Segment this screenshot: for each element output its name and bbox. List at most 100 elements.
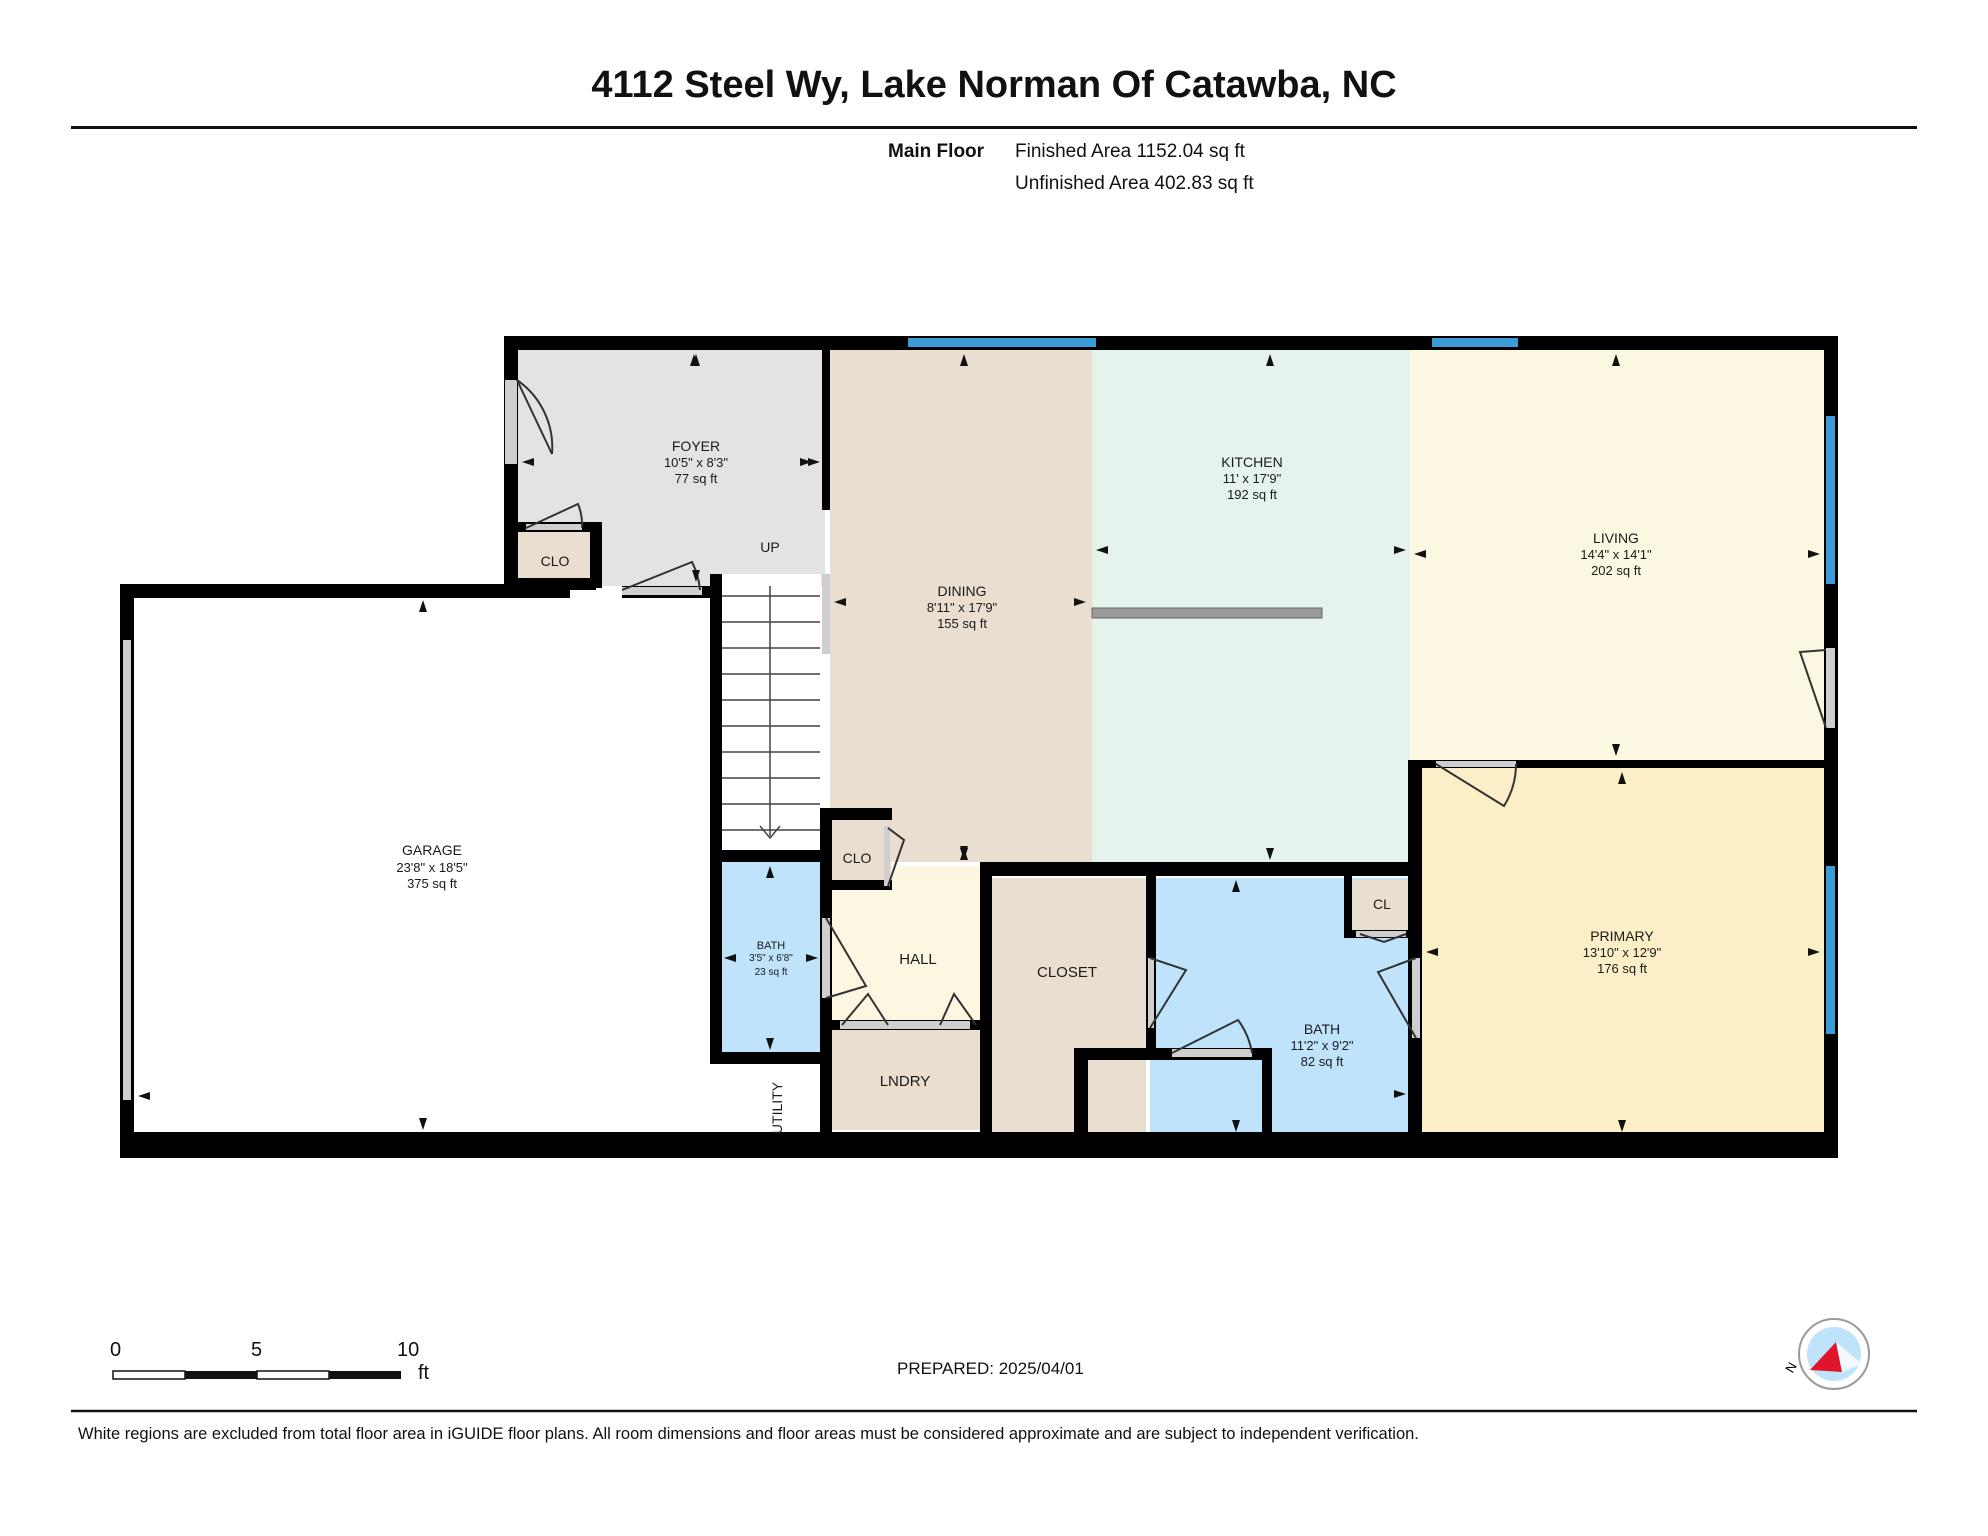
footer-disclaimer: White regions are excluded from total fl… — [78, 1425, 1419, 1443]
garage-dims: 23'8" x 18'5" — [396, 860, 468, 875]
opening — [1412, 958, 1420, 1038]
windows — [908, 338, 1835, 1034]
dimension-markers — [138, 354, 1820, 1132]
bath-small-area: 23 sq ft — [755, 967, 788, 978]
kitchen-area: 192 sq ft — [1227, 487, 1277, 502]
dimension-marker — [692, 570, 700, 582]
dining-area: 155 sq ft — [937, 616, 987, 631]
dimension-marker — [1612, 744, 1620, 756]
dimension-marker — [1394, 1090, 1406, 1098]
opening — [1436, 761, 1516, 767]
dimension-marker — [692, 354, 700, 366]
wall — [516, 578, 596, 590]
kitchen-counter — [1091, 607, 1323, 619]
primary-name: PRIMARY — [1590, 928, 1654, 944]
wall — [1344, 876, 1352, 936]
clo-foyer-fill — [518, 532, 590, 586]
scale-tick-5: 5 — [251, 1339, 263, 1361]
scale-segment — [329, 1371, 401, 1379]
wall — [820, 808, 892, 820]
wall — [1408, 760, 1422, 1140]
stair-arrow — [759, 825, 781, 840]
clo-hall-label: CLO — [843, 850, 872, 866]
door-swing — [516, 379, 554, 455]
dimension-marker — [960, 354, 968, 366]
closet-fill — [990, 878, 1146, 1144]
living-area: 202 sq ft — [1591, 563, 1641, 578]
dimension-marker — [1266, 354, 1274, 366]
dimension-marker — [806, 954, 818, 962]
door-swing — [841, 991, 977, 1026]
primary-fill — [1420, 766, 1824, 1136]
opening — [505, 380, 517, 464]
dining-dims: 8'11" x 17'9" — [927, 600, 998, 615]
bath-area: 82 sq ft — [1301, 1054, 1344, 1069]
bath-dims: 11'2" x 9'2" — [1290, 1038, 1353, 1053]
compass-north-label: N — [1782, 1360, 1800, 1376]
dimension-marker — [1394, 546, 1406, 554]
dimension-marker — [1618, 1120, 1626, 1132]
dimension-marker — [1074, 598, 1086, 606]
closet-label: CLOSET — [1037, 964, 1097, 981]
door-swing — [1798, 649, 1827, 729]
kitchen-name: KITCHEN — [1221, 454, 1282, 470]
door-swing — [1171, 1018, 1253, 1054]
walls — [120, 336, 1838, 1158]
door-swing — [825, 917, 868, 999]
dimension-marker — [1096, 546, 1108, 554]
dimension-marker — [800, 458, 812, 466]
clo-hall-fill — [831, 818, 891, 886]
garage-name: GARAGE — [402, 842, 462, 858]
kitchen-fill — [1092, 350, 1410, 862]
compass-needle-icon — [1810, 1342, 1842, 1372]
primary-dims: 13'10" x 12'9" — [1583, 945, 1662, 960]
wall — [710, 1052, 828, 1064]
dimension-marker — [1612, 354, 1620, 366]
wall — [1408, 760, 1838, 768]
wall — [710, 574, 722, 1064]
wall — [1074, 1048, 1088, 1134]
dimension-marker — [724, 954, 736, 962]
dining-fill — [830, 350, 1092, 862]
opening — [1148, 958, 1154, 1028]
dimension-marker — [766, 1038, 774, 1050]
scale-segment — [112, 1370, 186, 1380]
room-labels: FOYER 10'5" x 8'3" 77 sq ft DINING 8'11"… — [396, 438, 1661, 1134]
opening — [822, 574, 830, 654]
living-name: LIVING — [1593, 530, 1639, 546]
laundry-label: LNDRY — [880, 1073, 931, 1090]
bath-name: BATH — [1304, 1021, 1340, 1037]
dimension-marker — [808, 458, 820, 466]
scale-segment — [185, 1371, 257, 1379]
opening — [840, 1021, 970, 1029]
scale-bar — [112, 1370, 401, 1380]
hall-fill — [831, 866, 981, 1020]
opening — [123, 640, 131, 1100]
opening — [884, 826, 890, 886]
window — [1826, 416, 1835, 584]
dimension-marker — [766, 866, 774, 878]
hall-label: HALL — [899, 951, 937, 968]
window — [1432, 338, 1518, 347]
compass-needle-shadow — [1836, 1342, 1862, 1372]
laundry-fill — [831, 1030, 981, 1130]
floor-label: Main Floor — [888, 141, 985, 162]
window — [1826, 866, 1835, 1034]
bath-small-name: BATH — [757, 940, 786, 952]
dimension-marker — [138, 1092, 150, 1100]
kitchen-dims: 11' x 17'9" — [1223, 471, 1282, 486]
scale-segment — [256, 1370, 330, 1380]
wall — [120, 584, 570, 598]
dimension-marker — [522, 458, 534, 466]
opening — [1356, 931, 1406, 937]
dimension-marker — [1618, 772, 1626, 784]
wall — [980, 862, 992, 1142]
scale-tick-10: 10 — [397, 1339, 420, 1361]
living-dims: 14'4" x 14'1" — [1580, 547, 1652, 562]
stair-fill — [721, 574, 821, 850]
opening — [622, 587, 702, 595]
door-swing — [887, 827, 906, 887]
finished-area: Finished Area 1152.04 sq ft — [1015, 141, 1245, 162]
door-swing — [525, 502, 584, 529]
